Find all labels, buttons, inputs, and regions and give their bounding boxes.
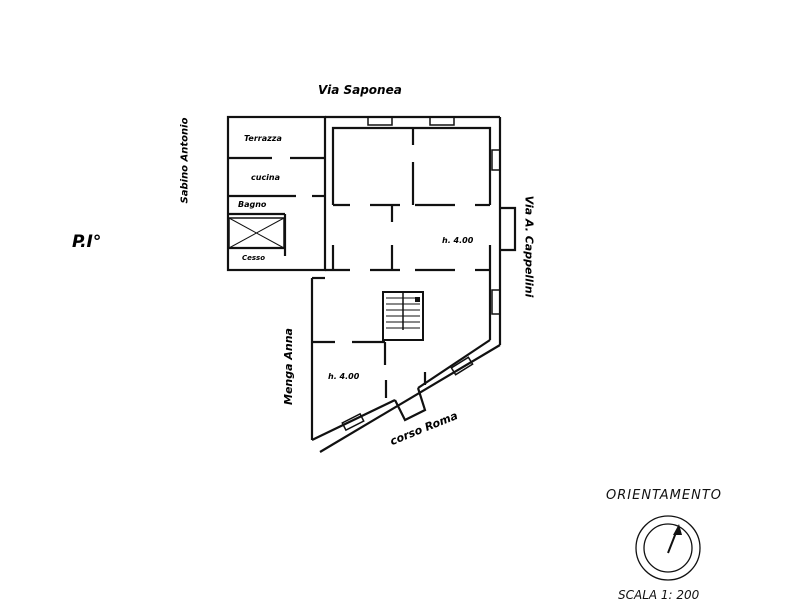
main-walls [310,115,517,453]
room-toilet: Cesso [242,254,266,262]
orientation-label: ORIENTAMENTO [606,488,723,503]
level-title: P.I° [72,232,102,252]
neighbor-southwest: Menga Anna [281,328,295,405]
room-terrace: Terrazza [244,134,282,143]
street-east: Via A. Cappellini [522,195,536,298]
scale-label: SCALA 1: 200 [618,588,700,602]
elevator-shaft [228,217,285,249]
compass-icon [635,515,701,581]
height-label: h. 4.00 [442,236,474,245]
room-bathroom: Bagno [238,200,267,209]
annex-walls [226,115,327,272]
street-north: Via Saponea [318,83,402,97]
height-label: h. 4.00 [328,372,360,381]
street-west: Sabino Antonio [179,117,191,204]
room-kitchen: cucina [251,173,281,182]
staircase [382,291,424,341]
